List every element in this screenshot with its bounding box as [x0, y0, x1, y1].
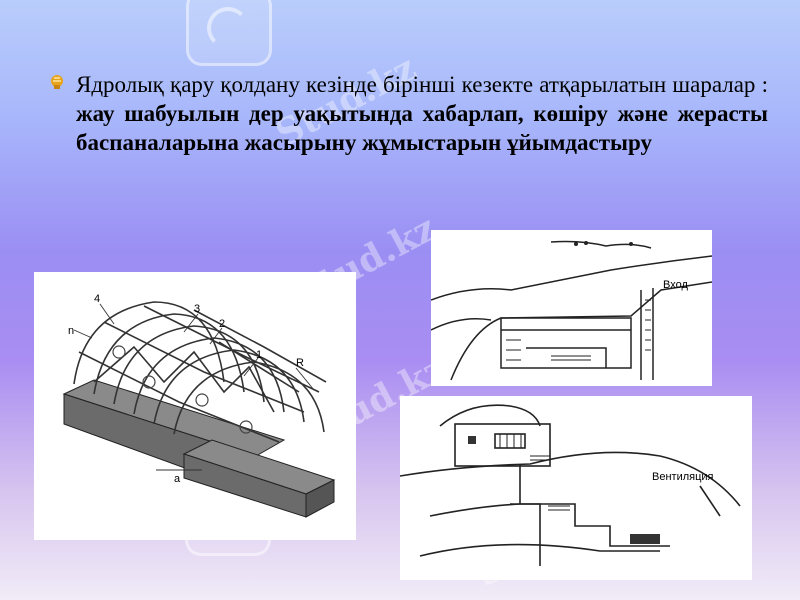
ventilation-label: Вентиляция [652, 471, 714, 483]
bullet-icon [51, 75, 63, 89]
watermark-logo-icon [186, 0, 272, 66]
house-shelter-figure: Вентиляция [400, 396, 752, 580]
frame-label-a: a [174, 473, 181, 485]
frame-label-3: 3 [194, 303, 200, 315]
shelter-entrance-label: Вход [663, 279, 688, 291]
bullet-text-bold: жау шабуылын дер уақытында хабарлап, көш… [76, 101, 768, 155]
bullet-text: Ядролық қару қолдану кезінде бірінші кез… [76, 70, 768, 157]
frame-structure-figure: 4 3 2 1 R n a [34, 272, 356, 540]
bullet-text-normal: Ядролық қару қолдану кезінде бірінші кез… [76, 72, 768, 97]
frame-label-r: R [296, 357, 304, 369]
bullet-paragraph: Ядролық қару қолдану кезінде бірінші кез… [51, 70, 768, 157]
frame-label-4: 4 [94, 293, 100, 305]
frame-label-2: 2 [219, 318, 225, 330]
frame-label-n: n [68, 325, 74, 337]
underground-shelter-figure: Вход [431, 230, 712, 386]
frame-label-1: 1 [256, 349, 262, 361]
